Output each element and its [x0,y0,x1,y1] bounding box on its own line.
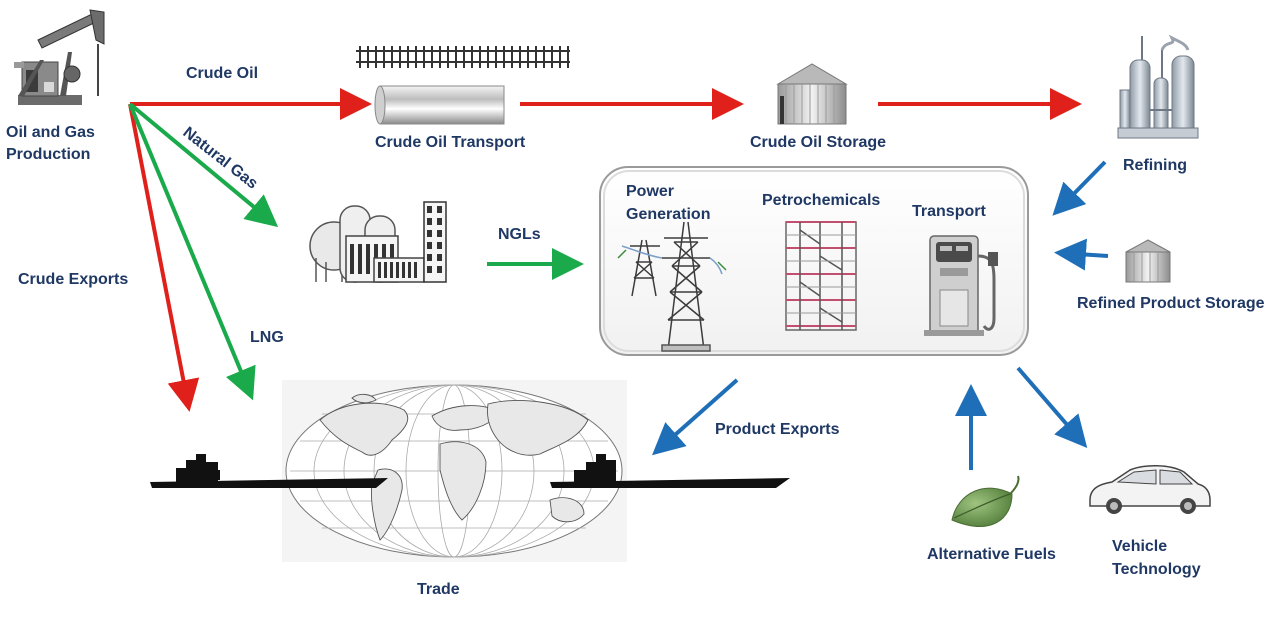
label-oil-gas-production: Oil and Gas Production [6,124,95,163]
storage-tank-icon [776,63,848,125]
arrow-product-exports [652,378,739,456]
label-power-generation: Power Generation [626,183,711,223]
petrochemical-plant-icon [785,221,857,331]
refined-storage-tank-icon [1125,239,1171,283]
power-tower-icon [617,221,727,352]
pipeline-icon [374,85,505,125]
label-vehicle-technology: Vehicle Technology [1112,538,1201,578]
arrow-lng [128,103,256,401]
gas-plant-icon [309,201,447,283]
label-trade: Trade [417,581,460,598]
leaf-icon [951,475,1020,527]
arrow-natural-gas [128,102,279,228]
label-crude-oil-storage: Crude Oil Storage [750,134,887,151]
label-refined-product-storage: Refined Product Storage [1077,295,1265,312]
label-crude-oil-transport: Crude Oil Transport [375,134,526,151]
pump-jack-icon [14,9,105,105]
refinery-icon [1117,34,1199,139]
fuel-pump-icon [924,235,998,336]
rail-track-icon [356,46,570,68]
label-alternative-fuels: Alternative Fuels [927,546,1056,563]
product-flow-arrows [652,160,1109,470]
tanker-ship-left-icon [150,454,388,488]
tanker-ship-right-icon [550,454,790,488]
label-product-exports: Product Exports [715,421,840,438]
gas-flow-arrows [128,102,584,401]
label-lng: LNG [250,329,284,346]
label-crude-oil: Crude Oil [186,65,259,82]
car-icon [1089,465,1211,514]
arrow-refining-to-end-use [1052,160,1107,216]
label-refining: Refining [1123,157,1187,174]
world-map-icon [282,380,627,562]
label-ngls: NGLs [498,226,541,243]
crude-flow-arrows [128,88,1082,412]
label-transport: Transport [912,203,986,220]
label-crude-exports: Crude Exports [18,271,129,288]
arrow-refined-storage-to-end-use [1054,238,1109,271]
arrow-vehicle-technology [1016,366,1088,449]
label-petrochemicals: Petrochemicals [762,192,881,209]
arrow-crude-exports [128,103,200,412]
